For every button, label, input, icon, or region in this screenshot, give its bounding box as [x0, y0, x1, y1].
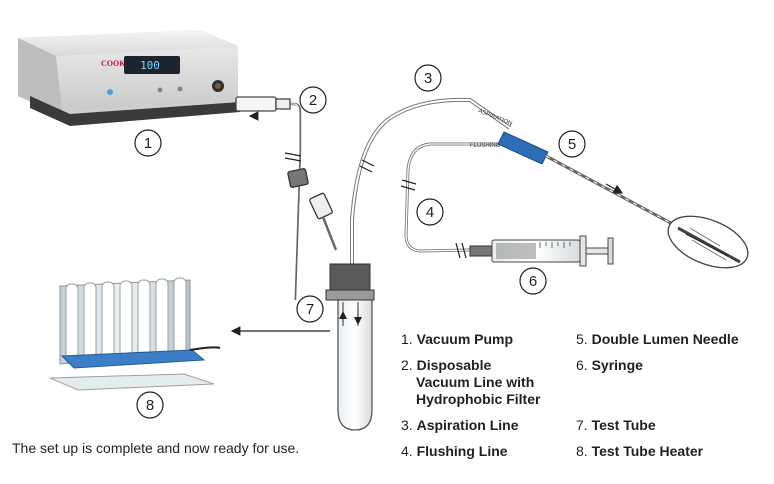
caption: The set up is complete and now ready for… — [12, 440, 300, 456]
legend-item-8: 8. Test Tube Heater — [576, 443, 704, 459]
legend-item-7: 7. Test Tube — [576, 417, 656, 433]
svg-text:2: 2 — [309, 92, 317, 109]
legend-item-6: 6. Syringe — [576, 357, 643, 373]
brand-logo: COOK — [101, 59, 126, 68]
double-lumen-needle — [497, 131, 749, 269]
syringe — [469, 235, 614, 267]
callout-2: 2 — [299, 86, 327, 114]
callout-7: 7 — [296, 295, 324, 323]
callout-4: 4 — [416, 198, 444, 226]
pump-display-value: 100 — [140, 59, 160, 72]
callout-6: 6 — [519, 267, 547, 295]
pump-button — [157, 87, 163, 93]
legend-item-2: 2. Disposable Vacuum Line with Hydrophob… — [401, 357, 541, 407]
flushing-line: FLUSHING — [400, 142, 505, 259]
aspiration-line-label: ASPIRATION — [477, 108, 513, 127]
vacuum-line — [235, 96, 338, 301]
callout-8: 8 — [136, 391, 164, 419]
test-tube-heater — [49, 277, 221, 391]
svg-text:4: 4 — [426, 204, 434, 221]
legend-item-4: 4. Flushing Line — [401, 443, 508, 459]
legend-item-3: 3. Aspiration Line — [401, 417, 519, 433]
svg-text:6: 6 — [529, 273, 537, 290]
svg-text:8: 8 — [146, 397, 154, 414]
svg-text:3: 3 — [424, 70, 432, 87]
pump-display-screen — [124, 56, 180, 74]
svg-text:5: 5 — [568, 136, 576, 153]
needle-tip-inset — [667, 215, 749, 269]
vacuum-pump: 100 COOK — [18, 30, 240, 126]
callout-5: 5 — [558, 130, 586, 158]
legend-item-1: 1. Vacuum Pump — [401, 331, 514, 347]
svg-text:1: 1 — [144, 135, 152, 152]
callout-1: 1 — [134, 129, 162, 157]
aspiration-line: ASPIRATION — [350, 97, 513, 266]
legend-item-5: 5. Double Lumen Needle — [576, 331, 739, 347]
svg-text:7: 7 — [306, 301, 314, 318]
flushing-line-label: FLUSHING — [470, 143, 501, 149]
test-tube — [325, 263, 375, 431]
callout-3: 3 — [414, 64, 442, 92]
power-indicator-icon — [107, 89, 113, 95]
pump-button — [177, 86, 183, 92]
